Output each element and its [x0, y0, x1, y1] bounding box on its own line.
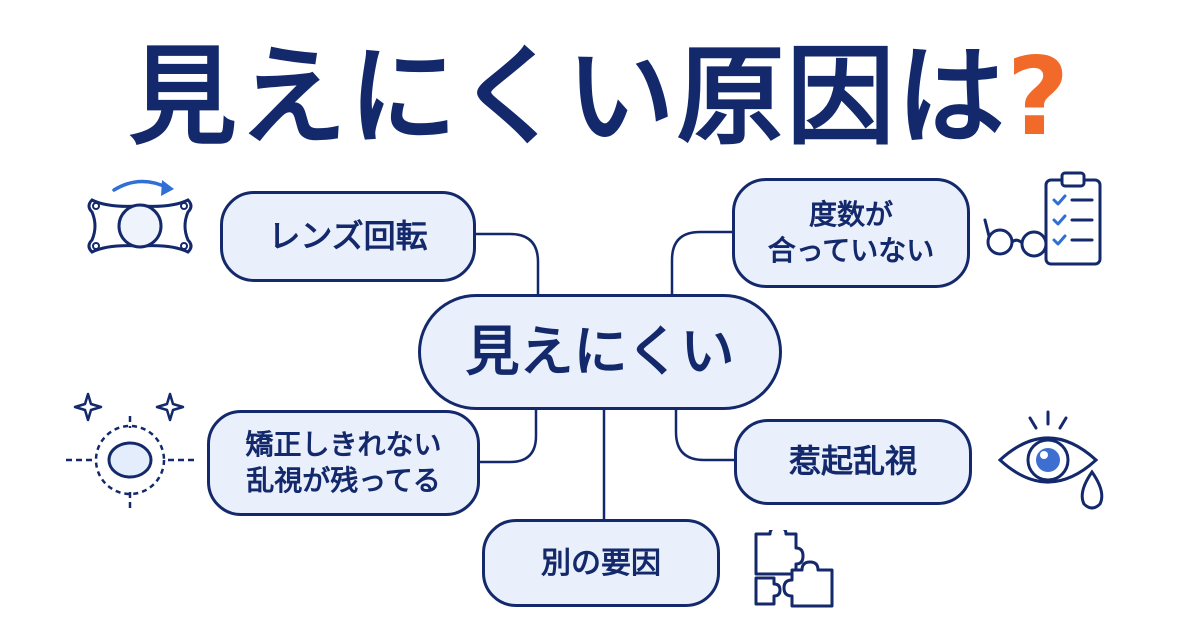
cause-label-power-line2: 合っていない [767, 234, 935, 267]
center-node: 見えにくい [418, 294, 782, 410]
cause-node-lens-rotation: レンズ回転 [220, 191, 476, 282]
connector-power-mismatch [670, 230, 732, 298]
cause-label-other: 別の要因 [541, 545, 661, 581]
connector-residual-astigmatism [480, 406, 538, 464]
cause-label-power-line1: 度数が [808, 197, 893, 231]
glasses-clipboard-icon [983, 171, 1102, 266]
cause-label-astig-line2: 乱視が残ってる [246, 464, 441, 497]
cause-node-residual-astigmatism: 矯正しきれない 乱視が残ってる [207, 410, 480, 516]
title-text: 見えにくい原因は [128, 35, 1007, 160]
connector-irregular-astigmatism [674, 406, 734, 462]
center-node-label: 見えにくい [465, 319, 735, 383]
connector-lens-rotation [476, 232, 540, 294]
cause-node-irregular-astigmatism: 惹起乱視 [734, 419, 972, 505]
cause-label-lens-rotation: レンズ回転 [268, 216, 428, 255]
cause-node-other-factor: 別の要因 [482, 519, 720, 607]
rotating-lens-icon [87, 179, 193, 254]
cause-node-power-mismatch: 度数が 合っていない [732, 178, 970, 288]
question-mark: ? [1006, 35, 1072, 160]
puzzle-icon [754, 530, 834, 608]
cause-label-astig-line1: 矯正しきれない [245, 427, 442, 461]
lens-crosshair-sparkle-icon [66, 392, 194, 510]
eye-tear-icon [997, 410, 1104, 510]
page-title: 見えにくい原因は? [0, 28, 1200, 168]
cause-label-irregular: 惹起乱視 [788, 442, 917, 481]
